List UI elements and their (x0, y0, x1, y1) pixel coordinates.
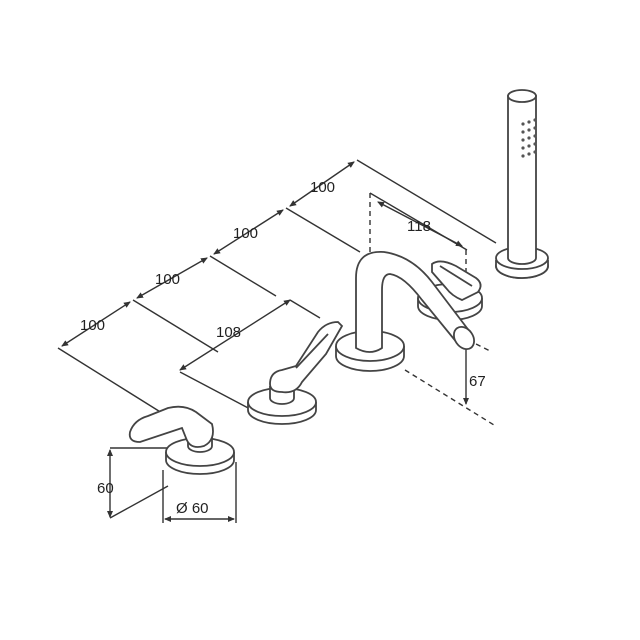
spout-reach-dimension (369, 193, 467, 353)
dim-spacing-2: 100 (155, 271, 180, 288)
spacing-dimension-lines (61, 161, 355, 347)
shower-spray-holes (521, 118, 537, 158)
middle-mixer (247, 321, 344, 425)
dim-spacing-3: 100 (233, 225, 258, 242)
dim-lever-reach: 108 (216, 324, 241, 341)
hand-shower (495, 89, 549, 279)
dim-spout-height: 67 (469, 373, 486, 390)
base-height-dimension (107, 447, 169, 519)
dim-spacing-4: 100 (310, 179, 335, 196)
dim-base-diameter: Ø 60 (176, 500, 209, 517)
dim-spout-reach: 118 (407, 218, 431, 235)
base-diameter-dimension (162, 462, 237, 523)
lever-reach-dimension (179, 299, 321, 371)
dim-spacing-1: 100 (80, 317, 105, 334)
spout (335, 251, 475, 372)
dim-base-height: 60 (97, 480, 114, 497)
front-mixer (128, 405, 235, 475)
